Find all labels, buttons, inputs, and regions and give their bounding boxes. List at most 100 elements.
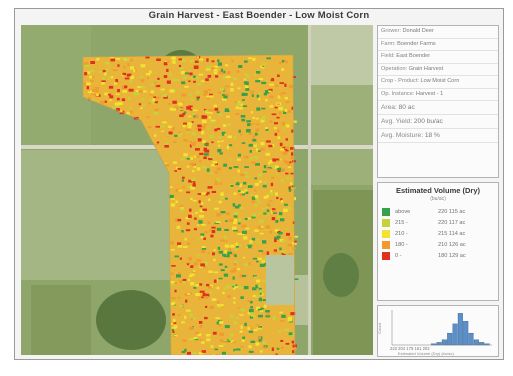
yield-point [95,88,99,93]
info-label: Field [381,53,394,59]
yield-point [265,127,268,130]
yield-point [224,265,228,268]
yield-point [160,125,165,128]
yield-point [216,227,222,231]
yield-point [251,314,256,317]
yield-point [231,252,235,256]
yield-point [276,235,281,239]
yield-point [266,205,270,209]
yield-point [192,109,198,112]
yield-point [222,291,225,295]
yield-point [170,248,175,251]
yield-point [91,93,96,96]
yield-point [241,225,244,228]
yield-point [180,71,185,75]
yield-point [192,270,196,272]
yield-point [281,92,286,95]
yield-point [193,65,199,69]
yield-point [117,89,120,93]
yield-point [261,107,266,110]
yield-point [219,332,224,336]
info-label: Farm [381,40,395,47]
yield-point [282,146,288,150]
yield-point [90,61,95,64]
info-value: Boender Farms [397,40,436,47]
yield-point [193,155,197,158]
histogram-bar [441,339,447,346]
yield-point [215,75,219,78]
yield-point [102,69,106,73]
yield-point [271,217,276,221]
yield-point [199,265,204,268]
yield-point [233,248,238,251]
yield-point [176,274,181,278]
yield-point [248,330,254,333]
yield-point [259,291,262,295]
yield-point [150,101,155,105]
yield-point [271,347,274,351]
yield-point [274,192,279,196]
yield-point [186,263,190,266]
yield-point [209,66,215,68]
aerial-map-canvas[interactable] [21,25,373,355]
yield-point [279,212,283,216]
yield-point [243,171,248,174]
legend-range: above [395,209,411,215]
yield-point [261,207,265,210]
yield-point [188,185,192,188]
yield-point [189,273,195,277]
yield-point [189,59,195,63]
yield-point [208,286,212,289]
yield-point [179,205,184,207]
yield-point [274,236,279,240]
yield-map[interactable] [21,25,373,355]
yield-point [190,186,195,190]
yield-point [233,77,237,80]
yield-point [233,214,238,218]
yield-point [233,268,237,272]
yield-point [210,172,213,175]
yield-point [112,106,116,110]
field-parcel-nw [21,25,91,145]
yield-point [266,312,270,316]
yield-point [189,109,193,111]
yield-point [284,83,287,87]
yield-point [163,95,168,99]
yield-point [214,222,220,225]
yield-point [257,173,263,177]
yield-point [245,246,248,249]
info-label: Avg. Moisture [381,132,422,139]
yield-point [255,342,260,346]
yield-point [213,65,218,68]
yield-point [276,167,282,171]
yield-point [233,192,237,195]
yield-point [266,251,270,255]
yield-point [249,194,253,197]
yield-point [278,232,283,235]
yield-point [217,140,221,143]
legend-range: 180 - [395,242,408,248]
yield-point [204,296,209,299]
histogram-bar [447,332,453,346]
yield-point [233,229,238,232]
yield-point [139,107,143,109]
yield-point [128,88,134,92]
yield-point [252,257,258,260]
yield-point [215,221,221,223]
info-value: Donald Deer [402,28,434,34]
yield-point [109,56,115,60]
yield-point [238,204,241,207]
yield-point [201,192,207,195]
yield-point [205,68,211,71]
legend-swatch [382,230,390,238]
yield-point [237,153,241,157]
yield-point [252,295,256,298]
yield-point [260,142,265,146]
yield-point [219,197,224,200]
yield-point [272,144,275,147]
yield-point [203,156,207,160]
info-avg-moisture: Avg. Moisture: 18 % [378,129,498,143]
yield-point [271,177,275,179]
yield-point [121,85,125,89]
yield-point [226,212,230,216]
